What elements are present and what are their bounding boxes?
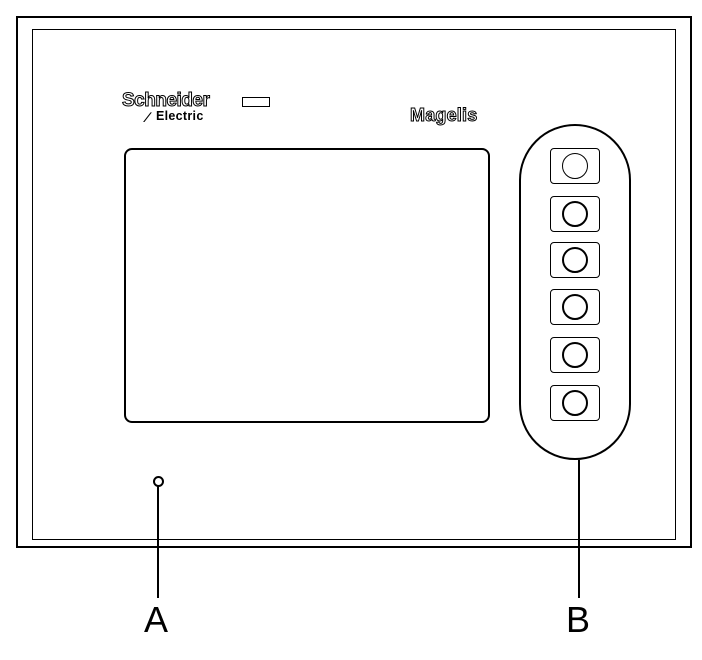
callout-b-leader-line: [578, 460, 580, 598]
circle-key-icon: [562, 153, 588, 179]
hmi-panel-bezel: [32, 29, 676, 540]
circle-key-icon: [562, 247, 588, 273]
function-key-4[interactable]: [550, 289, 600, 325]
circle-key-icon: [562, 201, 588, 227]
circle-key-icon: [562, 342, 588, 368]
display-screen[interactable]: [124, 148, 490, 423]
product-name: Magelis: [409, 105, 478, 126]
schneider-electric-logo: Schneider ∕ Electric: [121, 90, 282, 130]
logo-symbol-icon: ∕: [146, 109, 149, 125]
function-key-5[interactable]: [550, 337, 600, 373]
function-key-1[interactable]: [550, 148, 600, 184]
logo-rectangle-mark: [242, 97, 270, 107]
callout-label-b: B: [566, 599, 591, 640]
function-keypad: [519, 124, 631, 460]
function-key-2[interactable]: [550, 196, 600, 232]
circle-key-icon: [562, 390, 588, 416]
function-key-6[interactable]: [550, 385, 600, 421]
logo-wordmark: Schneider: [121, 90, 210, 112]
callout-label-a: A: [144, 599, 169, 640]
function-key-3[interactable]: [550, 242, 600, 278]
callout-a-leader-line: [157, 486, 159, 598]
circle-key-icon: [562, 294, 588, 320]
logo-subtext: Electric: [156, 109, 204, 123]
